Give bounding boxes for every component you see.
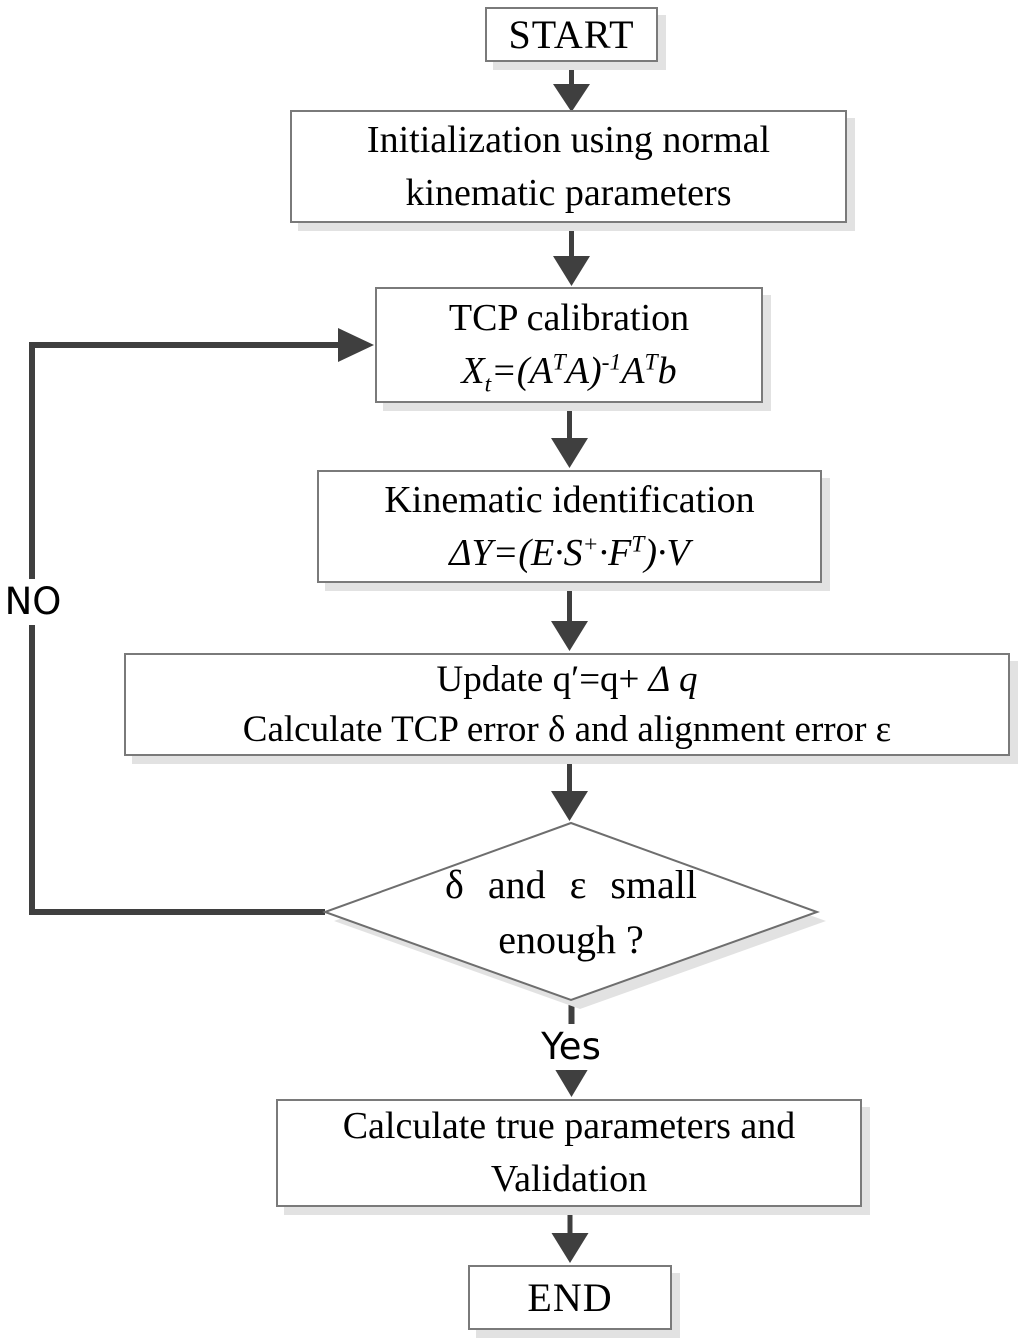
no-loop-line xyxy=(29,342,340,915)
end-label: END xyxy=(527,1275,613,1320)
arrowhead-update-decision xyxy=(551,791,588,821)
tcp-calibration-node: TCP calibration Xt=(ATA)-1ATb xyxy=(375,287,763,403)
decision-text: δ and ε small enough ? xyxy=(371,846,771,978)
start-label: START xyxy=(508,12,635,57)
no-edge-label: NO xyxy=(0,579,66,625)
kin-formula: ΔY=(E·S+·FT)·V xyxy=(449,530,690,574)
arrowhead-tcp-kin xyxy=(551,438,588,468)
calc-line1: Calculate true parameters and xyxy=(342,1105,796,1147)
update-line2: Calculate TCP error δ and alignment erro… xyxy=(242,708,892,750)
tcp-formula: Xt=(ATA)-1ATb xyxy=(461,349,677,398)
arrowhead-no-loop xyxy=(338,328,374,362)
init-line1: Initialization using normal xyxy=(366,118,771,161)
init-line2: kinematic parameters xyxy=(405,171,732,214)
init-node: Initialization using normal kinematic pa… xyxy=(290,110,847,223)
kinematic-identification-node: Kinematic identification ΔY=(E·S+·FT)·V xyxy=(317,470,822,583)
tcp-title: TCP calibration xyxy=(448,297,690,339)
arrowhead-start-init xyxy=(553,84,590,112)
arrowhead-init-tcp xyxy=(553,256,590,286)
arrowhead-decision-calc xyxy=(553,1066,590,1097)
update-line1: Update q′=q+ Δ q xyxy=(436,658,698,700)
calc-validation-node: Calculate true parameters and Validation xyxy=(276,1099,862,1207)
calc-line2: Validation xyxy=(490,1158,648,1200)
decision-diamond xyxy=(322,821,820,1002)
arrowhead-calc-end xyxy=(551,1233,589,1263)
end-node: END xyxy=(468,1265,672,1330)
decision-line1: δ and ε small xyxy=(444,862,698,907)
yes-edge-label: Yes xyxy=(528,1024,614,1070)
kin-title: Kinematic identification xyxy=(384,478,755,521)
arrowhead-kin-update xyxy=(551,621,588,651)
start-node: START xyxy=(485,7,658,62)
update-node: Update q′=q+ Δ q Calculate TCP error δ a… xyxy=(124,653,1010,756)
decision-line2: enough ? xyxy=(498,917,644,962)
